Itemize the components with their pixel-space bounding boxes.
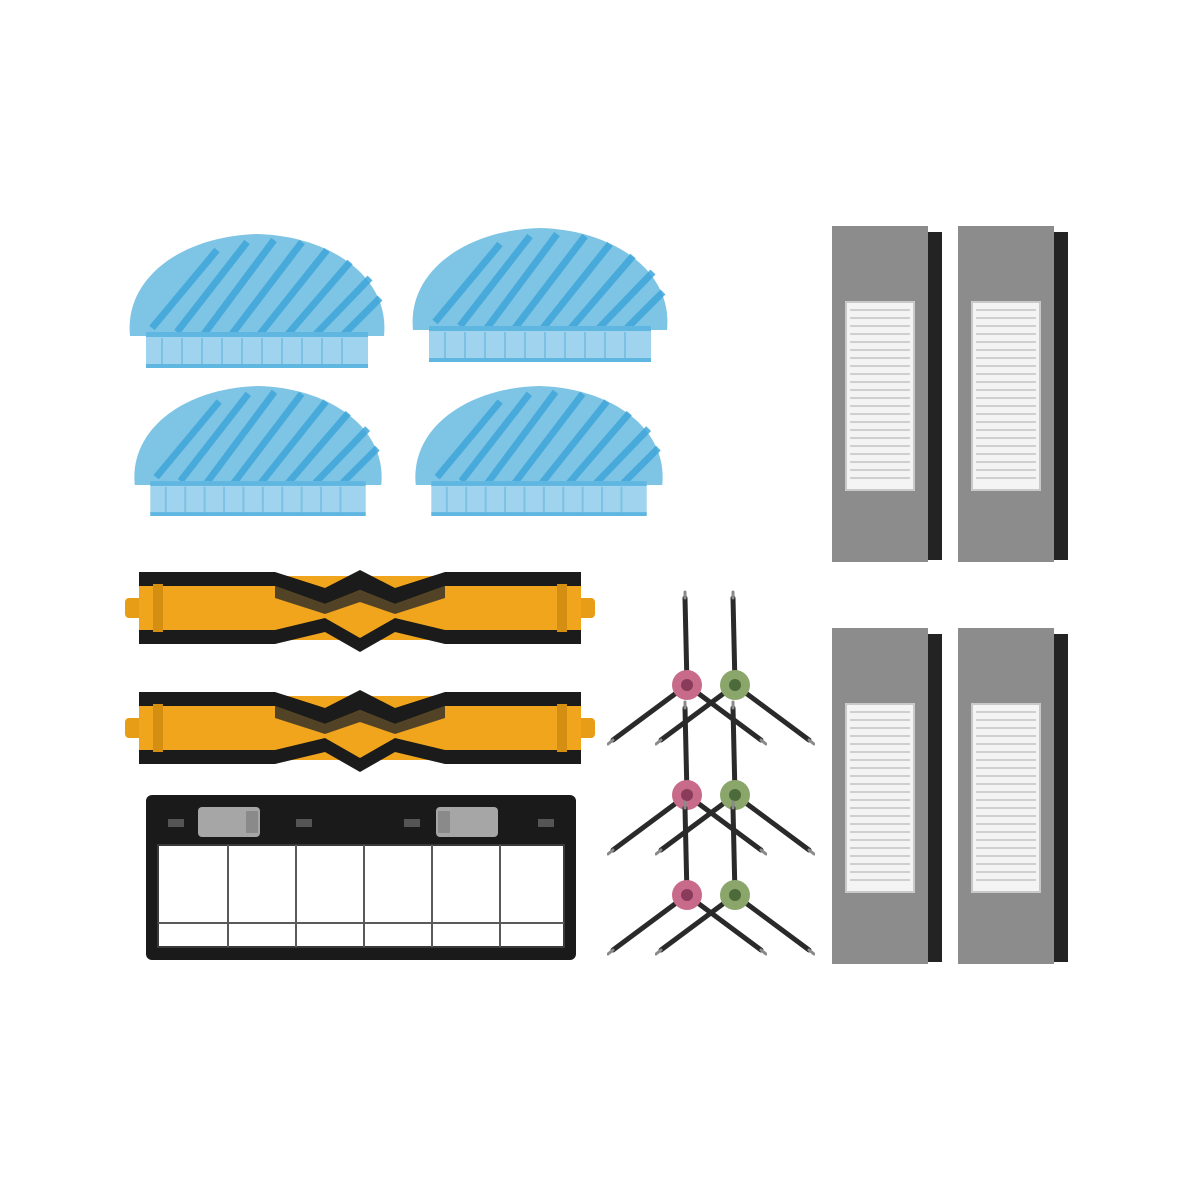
hepa-filter: [832, 628, 942, 964]
side-brush: [655, 700, 815, 870]
mop-pad: [408, 378, 670, 523]
main-roller-brush: [125, 558, 595, 658]
brush-cover: [146, 795, 576, 960]
mop-pad: [122, 228, 392, 373]
side-brush: [607, 590, 767, 760]
hepa-filter: [958, 628, 1068, 964]
hepa-filter: [958, 226, 1068, 562]
mop-pad: [127, 378, 389, 523]
side-brush: [607, 800, 767, 970]
side-brush: [655, 590, 815, 760]
main-roller-brush: [125, 678, 595, 778]
side-brush: [607, 700, 767, 870]
hepa-filter: [832, 226, 942, 562]
side-brush: [655, 800, 815, 970]
mop-pad: [405, 222, 675, 367]
